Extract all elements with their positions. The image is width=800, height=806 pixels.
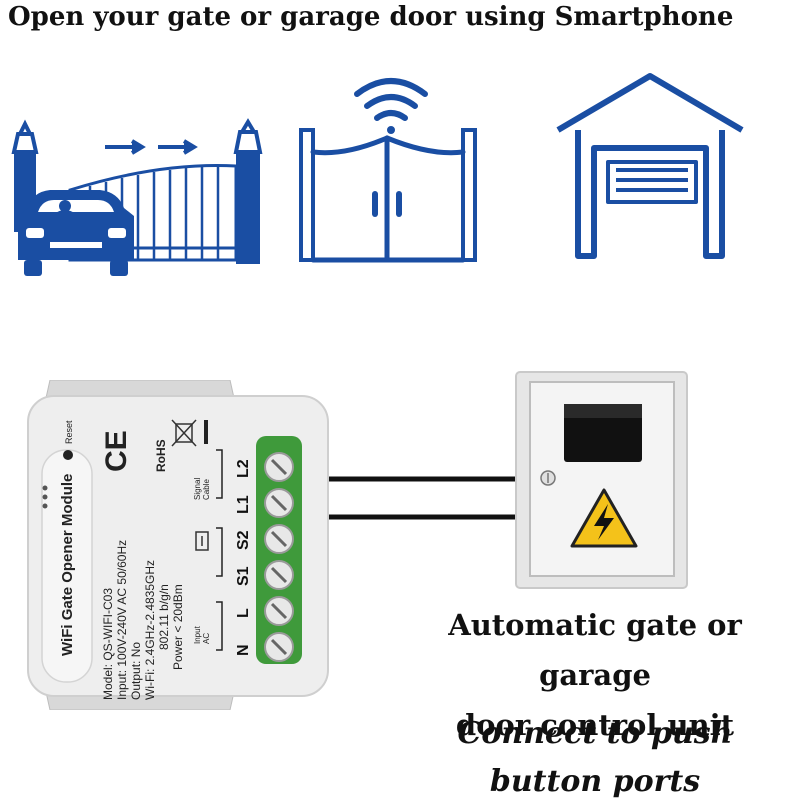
wifi-icon (354, 78, 428, 97)
wifi-gate-illustration (299, 78, 477, 263)
signal-cable-line1: Signal (193, 478, 202, 500)
car-icon (18, 190, 134, 276)
input-ac-line1: Input (193, 625, 202, 644)
control-unit-caption-line2: door control unit (455, 708, 735, 742)
sliding-gate-illustration (11, 118, 263, 276)
rohs-mark: RoHS (154, 439, 168, 472)
high-voltage-warning-icon (570, 488, 638, 548)
push-button-caption-line2: button ports (489, 764, 701, 799)
spec-line-1: Input: 100V-240V AC 50/60Hz (115, 540, 129, 700)
terminal-label-s2: S2 (235, 530, 252, 550)
terminal-label-s1: S1 (235, 566, 252, 586)
input-ac-line2: AC (202, 633, 211, 644)
spec-line-4: 802.11 b/g/n (157, 584, 171, 650)
headline: Open your gate or garage door using Smar… (8, 2, 734, 32)
terminal-label-l2: L2 (235, 459, 252, 478)
module-title: WiFi Gate Opener Module (59, 474, 76, 656)
connection-wires (290, 476, 530, 520)
gate-opener-module: Reset WiFi Gate Opener Module CE RoHS Si… (0, 379, 400, 711)
control-box-illustration (515, 371, 688, 589)
bin-icon (171, 419, 197, 447)
reset-button (63, 450, 73, 460)
bin-underline-icon (204, 420, 208, 444)
spec-line-0: Model: QS-WIFI-C03 (101, 588, 115, 700)
control-unit-caption: Automatic gate or garage door control un… (395, 600, 795, 750)
ce-mark: CE (100, 430, 133, 472)
terminal-label-n: N (235, 644, 252, 656)
control-unit-caption-line1: Automatic gate or garage (448, 608, 742, 692)
push-button-caption: Connect to push button ports (395, 710, 795, 806)
spec-line-5: Power < 20dBm (171, 584, 185, 670)
spec-line-3: Wi-Fi: 2.4GHz-2.4835GHz (143, 560, 157, 700)
signal-cable-line2: Cable (202, 479, 211, 500)
spec-line-2: Output: No (129, 642, 143, 700)
dry-contact-icon (195, 531, 209, 551)
garage-illustration (556, 73, 744, 259)
push-button-caption-line1: Connect to push (457, 716, 733, 751)
signal-cable-label: Signal Cable (193, 476, 211, 500)
terminal-label-l1: L1 (235, 495, 252, 514)
terminal-label-l: L (235, 608, 252, 618)
input-ac-label: Input AC (193, 624, 211, 644)
reset-label: Reset (64, 420, 74, 444)
